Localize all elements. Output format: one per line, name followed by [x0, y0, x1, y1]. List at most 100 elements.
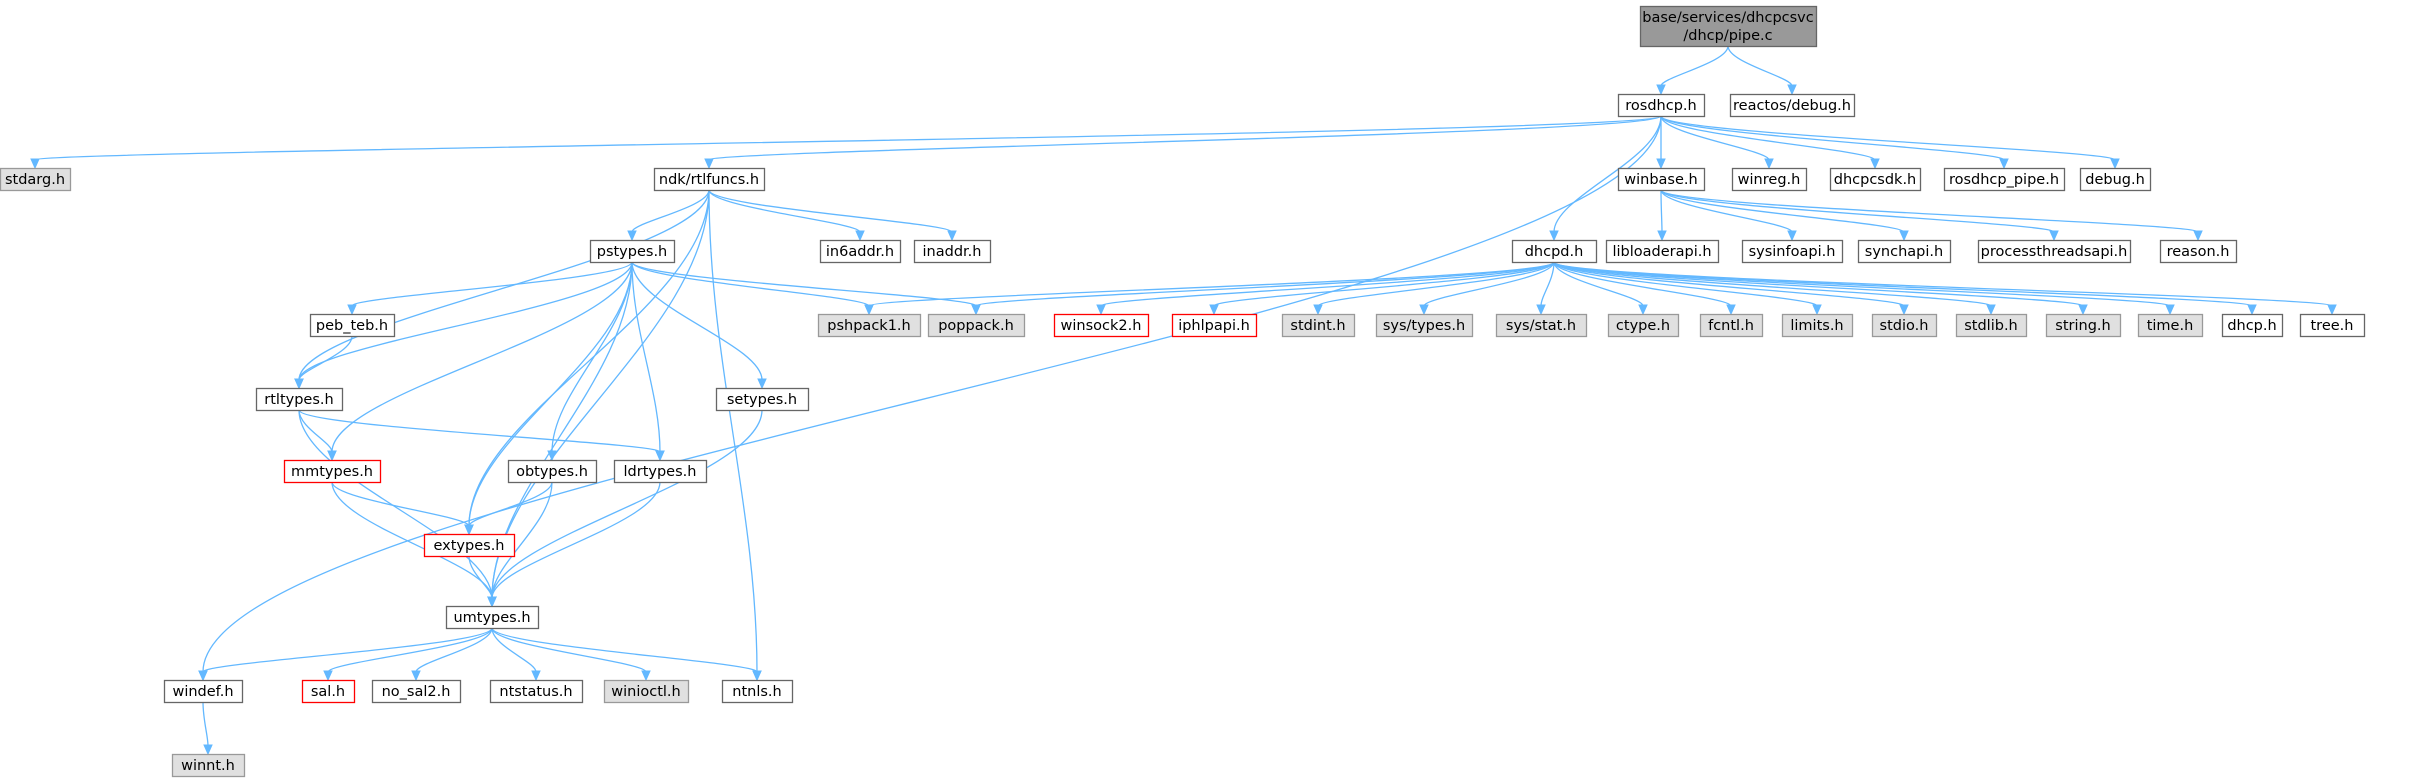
- node-label: /dhcp/pipe.c: [1683, 28, 1772, 44]
- edge-line: [1553, 261, 1992, 307]
- node-stdarg-h[interactable]: stdarg.h: [0, 167, 72, 192]
- node-label: winnt.h: [181, 758, 235, 774]
- edge-line: [34, 115, 1662, 161]
- node-label: rosdhcp.h: [1625, 98, 1696, 114]
- edge-line: [1553, 261, 1732, 307]
- node-limits-h[interactable]: limits.h: [1781, 313, 1854, 338]
- node-box: [2221, 313, 2284, 338]
- node-ntnls-h[interactable]: ntnls.h: [721, 679, 794, 704]
- node-sys-stat-h[interactable]: sys/stat.h: [1495, 313, 1588, 338]
- edge-line: [491, 627, 647, 673]
- node-string-h[interactable]: string.h: [2045, 313, 2122, 338]
- node-stdint-h[interactable]: stdint.h: [1281, 313, 1356, 338]
- node-umtypes-h[interactable]: umtypes.h: [445, 605, 540, 630]
- edge-line: [1660, 189, 1905, 233]
- edge-line: [331, 261, 633, 453]
- node-box: [1605, 239, 1720, 264]
- node-iphlpapi-h[interactable]: iphlpapi.h: [1171, 313, 1258, 338]
- edge-umtypes-h-to-windef-h: [198, 627, 493, 682]
- edge-arrowhead: [294, 378, 304, 390]
- node-dhcpd-h[interactable]: dhcpd.h: [1511, 239, 1598, 264]
- node-label: limits.h: [1790, 318, 1843, 334]
- node-debug-h[interactable]: debug.h: [2079, 167, 2152, 192]
- node-no-sal2-h[interactable]: no_sal2.h: [371, 679, 462, 704]
- node-stdlib-h[interactable]: stdlib.h: [1955, 313, 2028, 338]
- node-winnt-h[interactable]: winnt.h: [171, 753, 246, 778]
- node-box: [613, 459, 708, 484]
- edge-arrowhead: [2247, 304, 2257, 316]
- edge-line: [631, 261, 870, 307]
- node-pipe-c[interactable]: base/services/dhcpcsvc/dhcp/pipe.c: [1639, 5, 1818, 48]
- node-ldrtypes-h[interactable]: ldrtypes.h: [613, 459, 708, 484]
- edge-arrowhead: [1726, 304, 1736, 316]
- node-setypes-h[interactable]: setypes.h: [715, 387, 810, 412]
- node-box: [1741, 239, 1844, 264]
- edge-line: [1553, 261, 2084, 307]
- node-box: [423, 533, 516, 558]
- node-winsock2-h[interactable]: winsock2.h: [1053, 313, 1150, 338]
- node-rtltypes-h[interactable]: rtltypes.h: [255, 387, 344, 412]
- node-in6addr-h[interactable]: in6addr.h: [819, 239, 902, 264]
- node-fcntl-h[interactable]: fcntl.h: [1699, 313, 1764, 338]
- node-inaddr-h[interactable]: inaddr.h: [913, 239, 992, 264]
- node-stdio-h[interactable]: stdio.h: [1871, 313, 1938, 338]
- node-label: winsock2.h: [1061, 318, 1142, 334]
- edge-line: [298, 261, 633, 381]
- node-tree-h[interactable]: tree.h: [2299, 313, 2366, 338]
- node-label: umtypes.h: [453, 610, 530, 626]
- node-box: [2137, 313, 2204, 338]
- edge-arrowhead: [1999, 158, 2009, 170]
- node-reactos-debug-h[interactable]: reactos/debug.h: [1729, 93, 1856, 118]
- edge-arrowhead: [2110, 158, 2120, 170]
- node-dhcpcsdk-h[interactable]: dhcpcsdk.h: [1829, 167, 1922, 192]
- node-rosdhcp-h[interactable]: rosdhcp.h: [1617, 93, 1706, 118]
- edge-line: [1660, 115, 1876, 161]
- node-winbase-h[interactable]: winbase.h: [1617, 167, 1706, 192]
- edge-winbase-h-to-reason-h: [1660, 189, 2203, 242]
- edge-arrowhead: [1812, 304, 1822, 316]
- node-box: [371, 679, 462, 704]
- node-label: pstypes.h: [597, 244, 668, 260]
- node-label: obtypes.h: [516, 464, 588, 480]
- node-windef-h[interactable]: windef.h: [163, 679, 244, 704]
- node-sys-types-h[interactable]: sys/types.h: [1375, 313, 1474, 338]
- node-peb-teb-h[interactable]: peb_teb.h: [309, 313, 396, 338]
- node-processthreadsapi-h[interactable]: processthreadsapi.h: [1977, 239, 2132, 264]
- edge-arrowhead: [30, 158, 40, 170]
- node-box: [2045, 313, 2122, 338]
- edge-line: [1553, 261, 1905, 307]
- node-libloaderapi-h[interactable]: libloaderapi.h: [1605, 239, 1720, 264]
- node-ndk-rtlfuncs-h[interactable]: ndk/rtlfuncs.h: [653, 167, 766, 192]
- node-label: iphlpapi.h: [1178, 318, 1250, 334]
- node-label: synchapi.h: [1865, 244, 1943, 260]
- node-box: [603, 679, 690, 704]
- node-time-h[interactable]: time.h: [2137, 313, 2204, 338]
- node-winreg-h[interactable]: winreg.h: [1731, 167, 1808, 192]
- node-synchapi-h[interactable]: synchapi.h: [1857, 239, 1952, 264]
- node-reason-h[interactable]: reason.h: [2159, 239, 2238, 264]
- node-dhcp-h[interactable]: dhcp.h: [2221, 313, 2284, 338]
- node-label: sal.h: [311, 684, 345, 700]
- node-poppack-h[interactable]: poppack.h: [927, 313, 1026, 338]
- node-ctype-h[interactable]: ctype.h: [1607, 313, 1680, 338]
- edge-line: [1540, 261, 1555, 307]
- node-box: [817, 313, 922, 338]
- edge-line: [1660, 45, 1729, 87]
- node-pshpack1-h[interactable]: pshpack1.h: [817, 313, 922, 338]
- node-sal-h[interactable]: sal.h: [301, 679, 356, 704]
- node-obtypes-h[interactable]: obtypes.h: [507, 459, 598, 484]
- edge-arrowhead: [1899, 230, 1909, 242]
- edge-ndk-rtlfuncs-h-to-ntnls-h: [708, 189, 762, 682]
- node-extypes-h[interactable]: extypes.h: [423, 533, 516, 558]
- node-mmtypes-h[interactable]: mmtypes.h: [283, 459, 382, 484]
- node-ntstatus-h[interactable]: ntstatus.h: [489, 679, 584, 704]
- edge-arrowhead: [2049, 230, 2059, 242]
- node-sysinfoapi-h[interactable]: sysinfoapi.h: [1741, 239, 1844, 264]
- node-label: stdio.h: [1880, 318, 1929, 334]
- edge-line: [468, 261, 633, 527]
- node-winioctl-h[interactable]: winioctl.h: [603, 679, 690, 704]
- node-label: pshpack1.h: [827, 318, 910, 334]
- node-box: [255, 387, 344, 412]
- node-pstypes-h[interactable]: pstypes.h: [589, 239, 676, 264]
- node-rosdhcp-pipe-h[interactable]: rosdhcp_pipe.h: [1943, 167, 2066, 192]
